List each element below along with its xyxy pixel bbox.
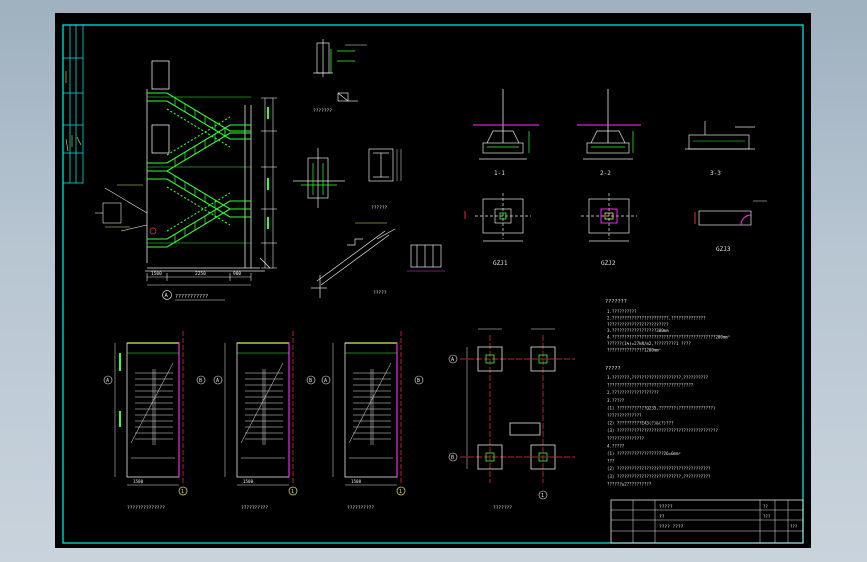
- plan2-axis-a: A: [216, 378, 219, 384]
- cad-drawing: 1500 2250 900 A ???????????: [62, 24, 804, 544]
- gzj2-plan: GZJ2: [581, 193, 637, 267]
- plan1-dim: 1500: [133, 479, 144, 484]
- footing-2-2: 2-2: [577, 89, 641, 177]
- notes-line-2: 1.???????,????????????????????,?????????…: [607, 375, 709, 380]
- foundation-plan: A B 1 ???????: [448, 328, 575, 511]
- notes-line-2: (3) ??????????????????????????,?????????…: [607, 474, 711, 479]
- plan1-caption: ??????????????: [127, 505, 165, 511]
- footing-label-1: 1-1: [494, 170, 505, 177]
- gzj3-plan: GZJ3: [694, 200, 767, 253]
- plan3-axis-a: A: [324, 378, 327, 384]
- title-block-cell-1: ??: [763, 504, 768, 509]
- plan3-dim: 1500: [351, 479, 362, 484]
- notes-line-2: ???????????????????????????????????: [607, 383, 694, 388]
- notes-line-2: 4.?????: [607, 443, 625, 448]
- drawing-sheet: 1500 2250 900 A ???????????: [55, 13, 811, 548]
- footing-label-2: 2-2: [600, 170, 611, 177]
- beam-caption: ???????: [313, 108, 332, 114]
- title-block-name: ???? ????: [659, 524, 684, 530]
- binding-strip: [62, 24, 84, 184]
- plan3-caption: ??????????: [347, 505, 374, 511]
- elev-caption: ???????????: [175, 294, 208, 300]
- plan4-axis-1: 1: [541, 493, 544, 499]
- stair-elevation: 1500 2250 900 A ???????????: [95, 60, 277, 301]
- notes-line-2: 2.???????????????????: [607, 390, 659, 395]
- notes-line-1: ???????????????1200mm²: [607, 347, 661, 352]
- notes-line-1: ?????????????????????????: [607, 322, 669, 327]
- beam-section: ???????: [313, 39, 367, 114]
- notes-line-1: 4.??????????????????????????????????????…: [607, 335, 730, 340]
- column-caption: ??????: [371, 205, 388, 211]
- plan2-axis-1: 1: [291, 489, 294, 495]
- stair-plan-3: A B 1 1500 ??????????: [321, 331, 424, 511]
- plan3-axis-1: 1: [399, 489, 402, 495]
- elev-dim-3: 900: [233, 271, 241, 277]
- title-block-cell-2: ???: [763, 514, 771, 519]
- sheet-border: [62, 24, 804, 544]
- gzj3-label: GZJ3: [716, 246, 731, 253]
- plan2-dim: 1500: [243, 479, 254, 484]
- plan1-axis-b: B: [199, 378, 202, 384]
- footing-1-1: 1-1: [473, 89, 539, 177]
- title-block: ????? ?? ???? ???? ?? ??? ???: [610, 499, 804, 544]
- plan2-axis-b: B: [309, 378, 312, 384]
- gzj2-label: GZJ2: [601, 260, 616, 267]
- gzj1-label: GZJ1: [493, 260, 508, 267]
- notes-line-2: (2) ????????????????????????????????????…: [607, 466, 711, 471]
- plan4-axis-a: A: [451, 357, 454, 363]
- binding-marks: [65, 71, 82, 152]
- notes-line-2: (2) ??????????E43(?)&(?)???: [607, 421, 674, 426]
- stair-section-caption: ?????: [373, 290, 387, 296]
- elev-axis-a: A: [165, 293, 169, 299]
- notes-line-1: 1.??????????: [607, 309, 637, 314]
- elev-dim-1: 1500: [151, 271, 162, 277]
- stair-section: ?????: [311, 222, 445, 298]
- notes-line-2: ??????????????: [607, 413, 642, 418]
- notes-line-2: (3) ????????????????????????????????????…: [607, 428, 718, 433]
- notes-title-2: ?????: [605, 366, 621, 372]
- notes-line-1: 2.???????????????????????,??????????????: [607, 315, 706, 320]
- gzj1-plan: GZJ1: [464, 193, 531, 267]
- notes-line-2: (1) ????????????Q235,???????(???????????…: [607, 405, 715, 410]
- elev-dim-2: 2250: [195, 271, 206, 277]
- plan4-caption: ???????: [493, 505, 512, 511]
- notes-line-1: 3.??????????????????300mm: [607, 328, 669, 333]
- plan1-axis-1: 1: [181, 489, 184, 495]
- plan2-caption: ??????????: [241, 505, 268, 511]
- title-block-item: ??: [659, 514, 665, 520]
- plan4-axis-b: B: [451, 455, 454, 461]
- plan1-axis-a: A: [106, 378, 109, 384]
- stair-plan-1: A B 1 1500 ??????????????: [103, 331, 206, 511]
- footing-label-3: 3-3: [710, 170, 721, 177]
- notes-line-2: ???????????????: [607, 436, 645, 441]
- plan3-axis-b: B: [417, 378, 420, 384]
- stair-plan-2: A B 1 1500 ??????????: [213, 331, 316, 511]
- notes-line-2: ??????≥2??????????: [607, 481, 652, 486]
- notes-line-2: 3.?????: [607, 398, 625, 403]
- title-block-project: ?????: [659, 504, 673, 510]
- notes-line-2: ???: [607, 459, 615, 464]
- title-block-sheet: ???: [790, 524, 798, 529]
- design-notes: ???????1.??????????2.???????????????????…: [605, 299, 730, 486]
- notes-line-2: (1) ???????????????????26=6mm²: [607, 451, 681, 456]
- column-detail: ??????: [293, 148, 402, 211]
- notes-line-1: ??????(1%)=27kN/m2,?????????1 ????: [607, 341, 691, 346]
- notes-title-1: ???????: [605, 299, 627, 305]
- footing-3-3: 3-3: [685, 121, 755, 177]
